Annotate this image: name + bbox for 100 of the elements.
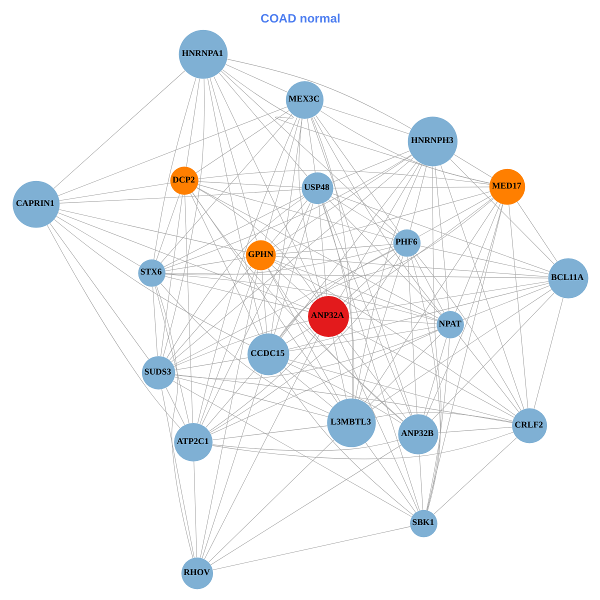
connector [306,118,315,173]
connector [426,204,502,416]
connector [160,283,329,414]
connector [164,257,246,272]
connector [174,330,438,380]
node-circle: NPAT [436,311,464,338]
connector [58,182,170,201]
node-circle: CAPRIN1 [12,180,60,228]
connector [201,374,262,558]
connector [168,266,251,360]
connector [358,256,403,400]
connector [166,196,304,358]
connector [270,118,302,334]
connector [52,70,185,189]
connector [332,193,550,272]
connector [174,374,512,423]
connector [274,191,490,252]
connector [426,166,441,511]
connector [311,117,352,399]
connector [165,388,184,426]
connector [222,69,490,184]
connector [164,272,548,278]
connector [368,334,440,406]
connector [431,292,554,420]
connector [450,159,554,264]
connector [275,244,393,254]
connector [162,78,204,358]
connector [58,189,302,204]
connector [226,58,411,129]
connector [267,268,340,402]
connector [156,286,193,558]
connector [508,204,528,409]
connector [279,372,413,516]
node-circle: SUDS3 [141,356,175,390]
connector [516,201,557,262]
connector [533,298,563,410]
connector [196,187,438,318]
connector [190,193,259,336]
connector [330,196,395,236]
connector [164,276,308,312]
node-circle: ANP32A [308,296,349,337]
connector [275,256,548,278]
connector [195,110,289,174]
connector [160,389,194,558]
connector [172,380,412,518]
connector [406,256,417,414]
node-circle: GPHN [245,240,276,270]
connector [49,223,148,360]
connector [288,360,512,422]
connector [434,166,449,312]
connector [344,197,493,306]
node-circle: USP48 [301,172,333,204]
connector [420,246,548,274]
connector [174,376,328,418]
connector [348,318,436,324]
connector [56,216,140,266]
node-circle: MEX3C [285,81,324,119]
connector [201,202,310,426]
connector [346,326,514,418]
connector [298,118,322,298]
connector [280,161,417,338]
connector [270,200,307,244]
connector [224,64,288,92]
connector [208,332,316,432]
connector [371,289,552,410]
connector [342,252,397,303]
node-circle: SBK1 [410,510,437,538]
connector [196,187,318,300]
connector [186,78,200,168]
connector [332,336,346,400]
connector [288,326,437,352]
connector [410,165,426,230]
connector [184,194,192,424]
connector [192,192,338,404]
connector [220,70,397,234]
connector [285,327,311,344]
connector [197,184,394,240]
connector [212,432,514,460]
connector [153,78,196,260]
connector [348,281,548,314]
connector [315,115,399,232]
connector [374,412,512,422]
connector [458,335,518,412]
connector [332,150,410,183]
connector [284,367,332,408]
connector [174,358,248,370]
connector [164,154,412,269]
connector [412,254,444,313]
connector [426,204,503,511]
connector [313,116,442,315]
connector [218,72,307,176]
connector [210,330,438,434]
connector [328,199,441,316]
connector [274,262,516,416]
node-circle: MED17 [488,168,525,205]
connector [418,195,492,237]
connector [418,454,423,510]
connector [164,246,394,276]
node-circle: RHOV [180,558,213,590]
connector [206,78,263,334]
